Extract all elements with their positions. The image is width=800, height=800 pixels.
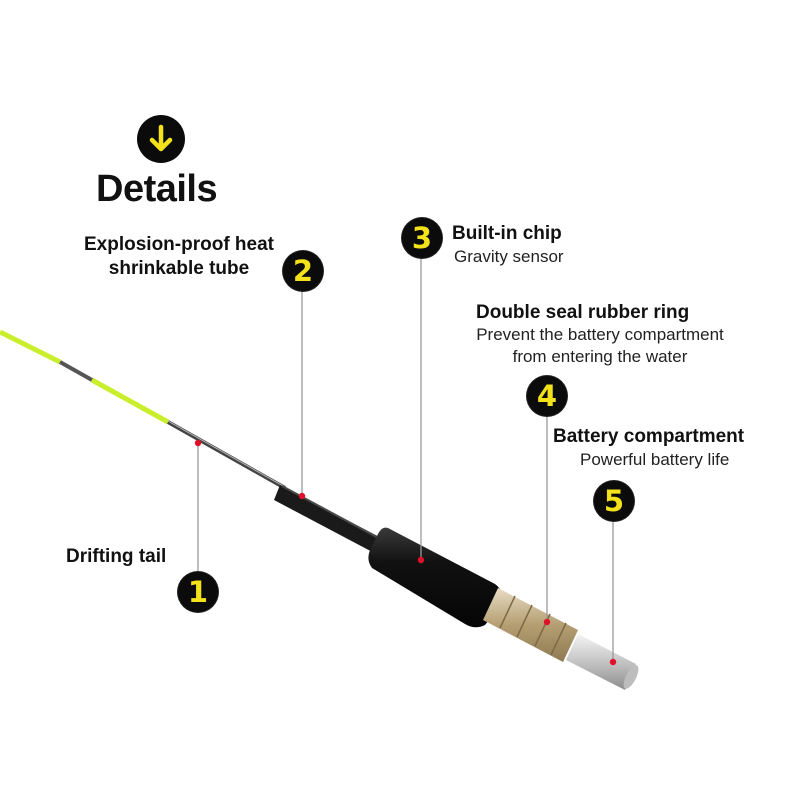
callout-4-subtitle-line-1: Prevent the battery compartment: [476, 325, 724, 344]
callout-4-badge: 4: [527, 376, 567, 416]
callout-5-subtitle: Powerful battery life: [580, 450, 730, 469]
callout-3-title: Built-in chip: [452, 223, 562, 244]
page-title: Details: [96, 168, 218, 210]
callout-1-badge: 1: [178, 572, 218, 612]
callout-1-title: Drifting tail: [66, 546, 167, 567]
heat-shrink-tube: [274, 485, 385, 555]
callout-3-subtitle: Gravity sensor: [454, 247, 564, 266]
callout-2-title-line-2: shrinkable tube: [108, 258, 250, 279]
callout-3-badge: 3: [402, 218, 442, 258]
callout-5-badge: 5: [594, 481, 634, 521]
marker-dots: [194, 439, 617, 666]
drifting-tail: [0, 329, 286, 490]
callout-2-title-line-1: Explosion-proof heat: [84, 234, 274, 255]
arrow-down-icon: [137, 115, 185, 163]
callout-4-title: Double seal rubber ring: [476, 302, 690, 323]
chip-housing: [368, 527, 503, 628]
rubber-ring: [483, 588, 578, 662]
battery-cap: [566, 634, 639, 690]
callout-4-subtitle-line-2: from entering the water: [512, 347, 688, 366]
callout-2-title: Explosion-proof heat shrinkable tube: [66, 233, 292, 281]
callout-4-subtitle: Prevent the battery compartment from ent…: [430, 324, 770, 368]
leader-lines: [197, 255, 614, 662]
callout-5-title: Battery compartment: [553, 426, 745, 447]
callout-2-badge: 2: [283, 251, 323, 291]
